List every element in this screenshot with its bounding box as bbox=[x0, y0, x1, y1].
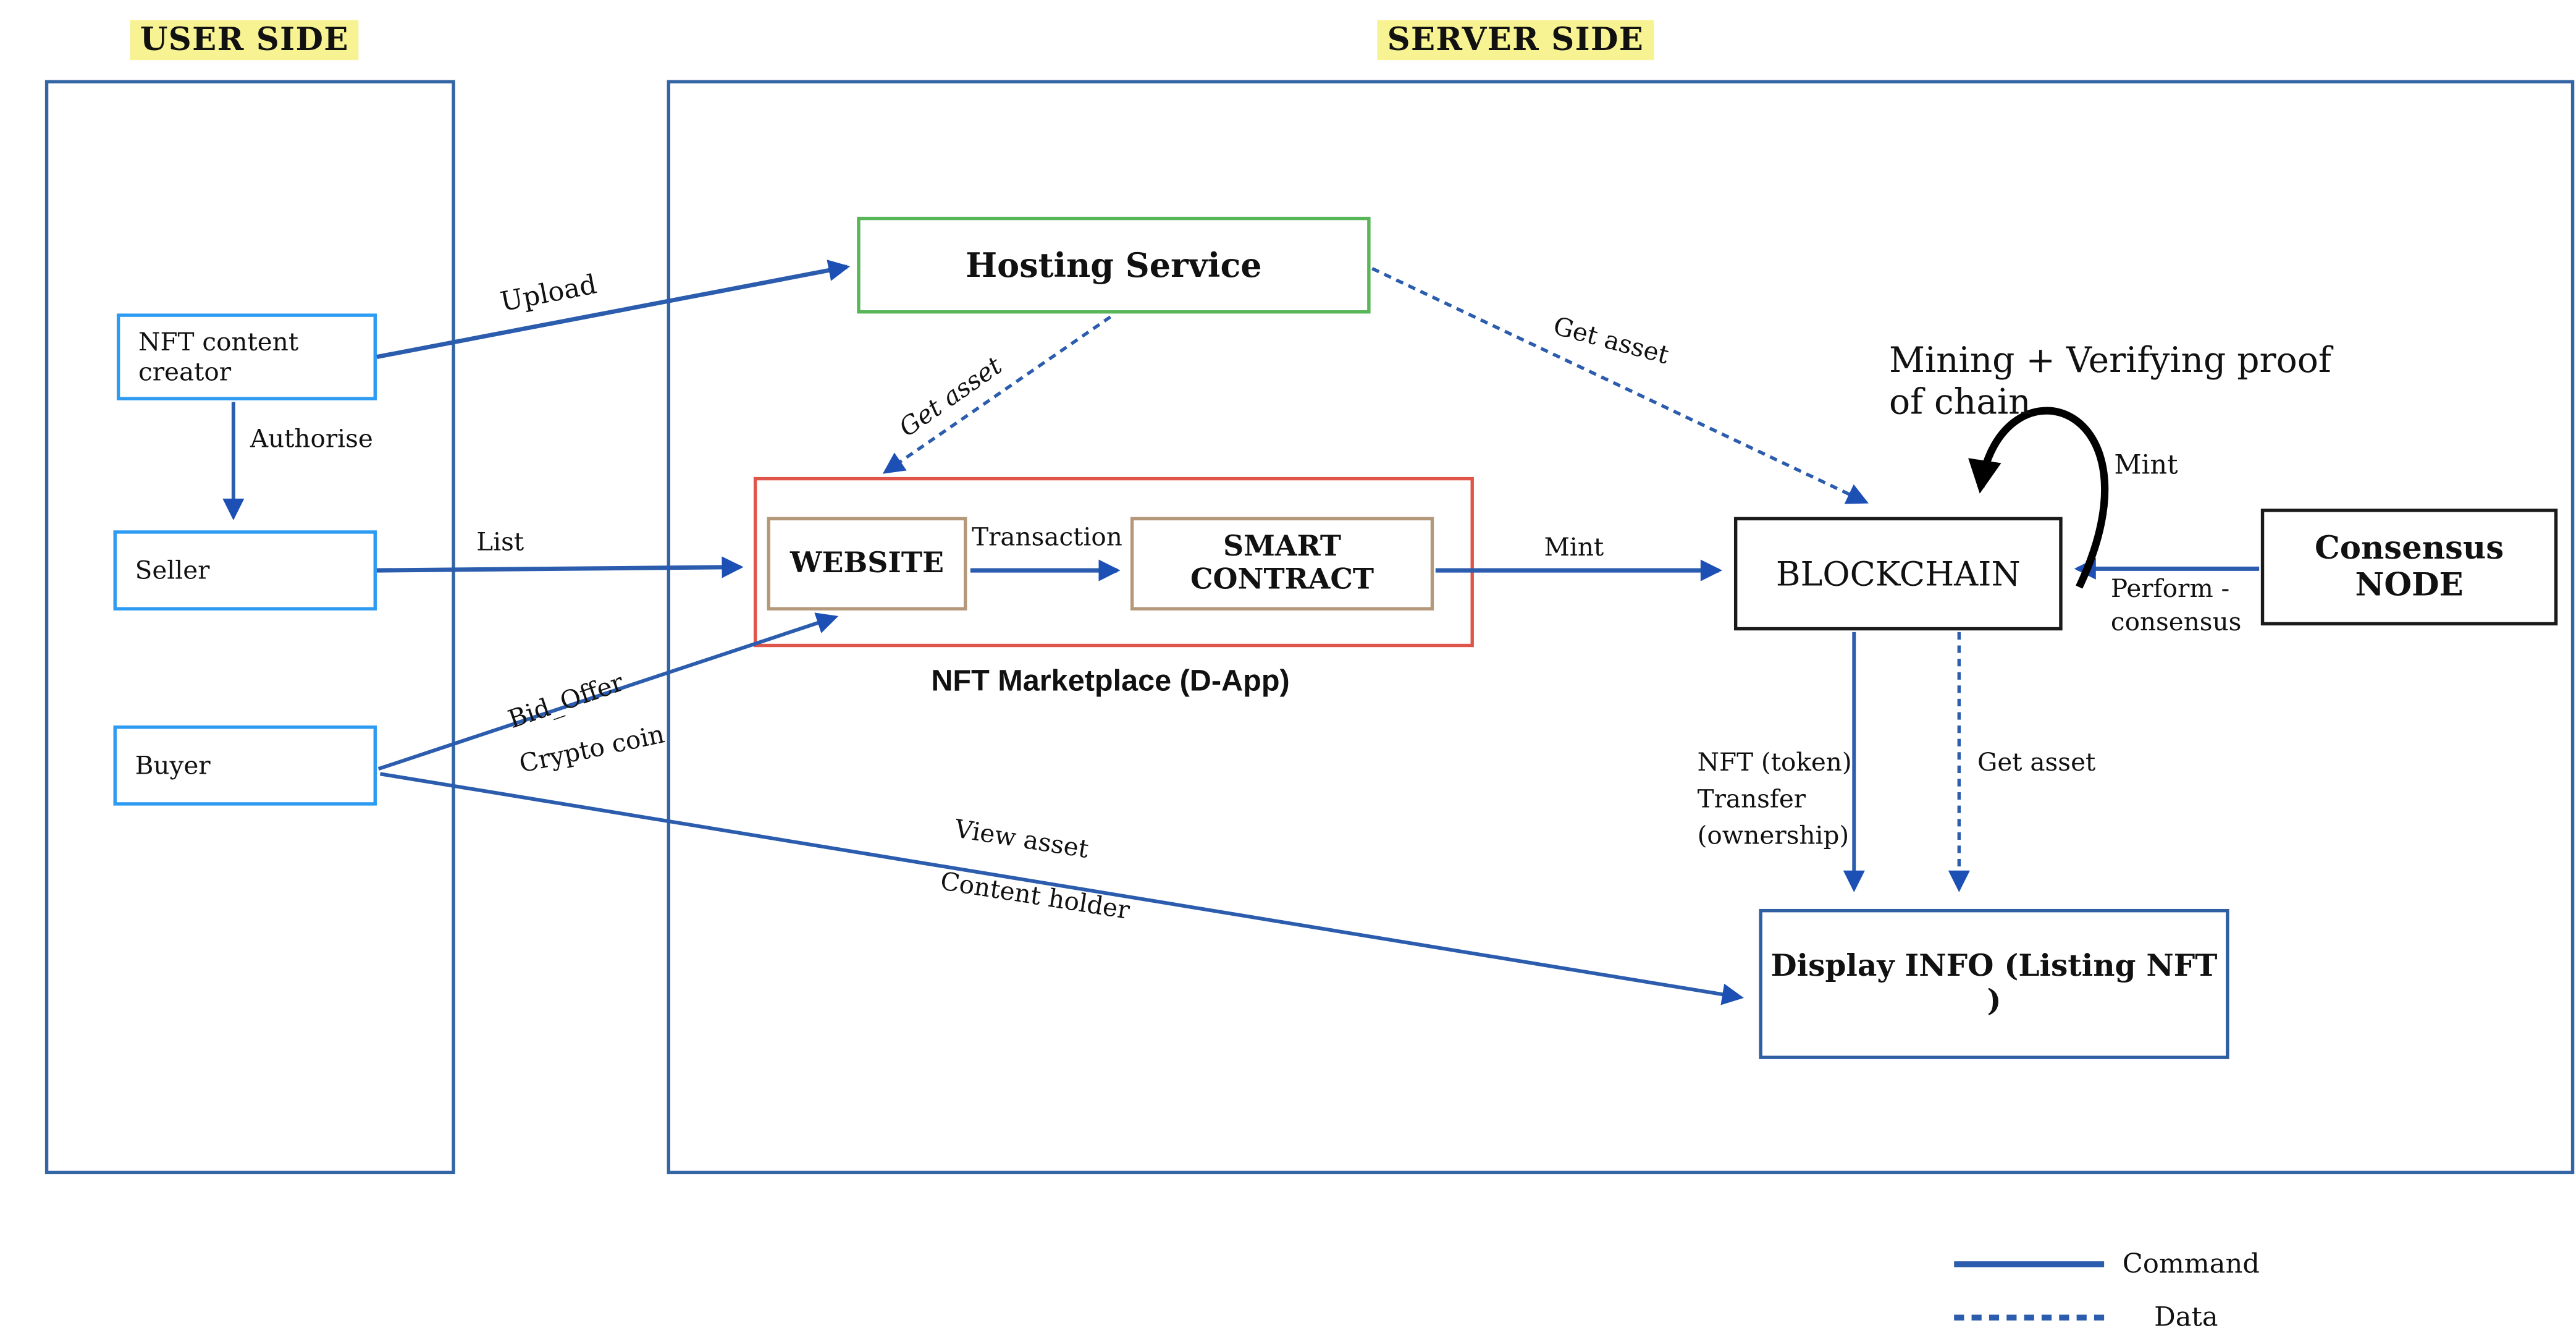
node-smart-contract: SMART CONTRACT bbox=[1130, 517, 1434, 611]
node-consensus-node: Consensus NODE bbox=[2260, 509, 2558, 626]
node-hosting-service: Hosting Service bbox=[857, 216, 1371, 314]
label-crypto-coin: Crypto coin bbox=[516, 719, 667, 779]
node-blockchain: BLOCKCHAIN bbox=[1733, 517, 2063, 631]
legend-command-label: Command bbox=[2123, 1248, 2260, 1279]
label-bid-offer: Bid_Offer bbox=[504, 667, 628, 734]
nft-marketplace-caption: NFT Marketplace (D-App) bbox=[931, 664, 1290, 698]
server-side-heading: SERVER SIDE bbox=[1377, 20, 1654, 61]
label-upload: Upload bbox=[498, 269, 599, 318]
legend-data-label: Data bbox=[2154, 1302, 2218, 1333]
node-hosting-service-label: Hosting Service bbox=[966, 245, 1262, 285]
nft-marketplace-frame bbox=[753, 476, 1474, 648]
node-buyer-label: Buyer bbox=[135, 750, 211, 781]
node-buyer: Buyer bbox=[113, 725, 377, 806]
node-smart-contract-label: SMART CONTRACT bbox=[1190, 530, 1374, 598]
user-side-container bbox=[44, 80, 455, 1175]
label-list: List bbox=[476, 527, 524, 557]
node-website-label: WEBSITE bbox=[789, 547, 944, 581]
node-nft-content-creator-label: NFT content creator bbox=[138, 327, 299, 387]
node-seller: Seller bbox=[113, 530, 377, 611]
node-nft-content-creator: NFT content creator bbox=[116, 313, 377, 400]
node-website: WEBSITE bbox=[767, 517, 967, 611]
node-display-info-label: Display INFO (Listing NFT ) bbox=[1770, 949, 2218, 1020]
node-blockchain-label: BLOCKCHAIN bbox=[1775, 554, 2021, 594]
node-consensus-node-label: Consensus NODE bbox=[2314, 530, 2504, 604]
node-seller-label: Seller bbox=[135, 555, 210, 586]
node-display-info: Display INFO (Listing NFT ) bbox=[1759, 908, 2229, 1059]
user-side-heading: USER SIDE bbox=[130, 20, 359, 61]
